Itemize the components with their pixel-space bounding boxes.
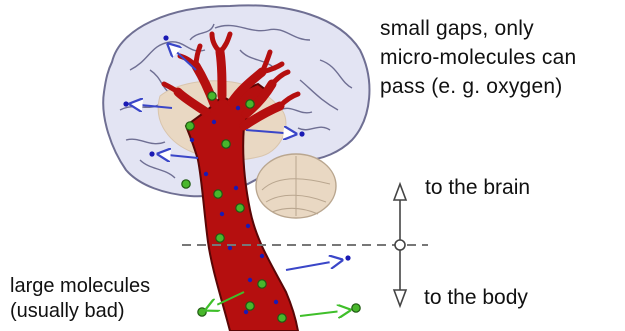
large-molecules-label: large molecules (usually bad) bbox=[10, 274, 150, 324]
to-brain-label: to the brain bbox=[425, 176, 530, 200]
down-arrowhead-icon bbox=[394, 290, 406, 306]
large-molecules-line-1: large molecules bbox=[10, 274, 150, 299]
small-gaps-line-2: micro-molecules can bbox=[380, 43, 576, 72]
up-arrowhead-icon bbox=[394, 184, 406, 200]
direction-arrow bbox=[394, 184, 406, 306]
small-gaps-label: small gaps, only micro-molecules can pas… bbox=[380, 14, 576, 101]
small-gaps-line-3: pass (e. g. oxygen) bbox=[380, 72, 576, 101]
to-body-label: to the body bbox=[424, 286, 528, 310]
small-gaps-line-1: small gaps, only bbox=[380, 14, 576, 43]
divider-node bbox=[395, 240, 405, 250]
large-molecules-line-2: (usually bad) bbox=[10, 299, 150, 324]
cerebellum bbox=[256, 154, 336, 218]
